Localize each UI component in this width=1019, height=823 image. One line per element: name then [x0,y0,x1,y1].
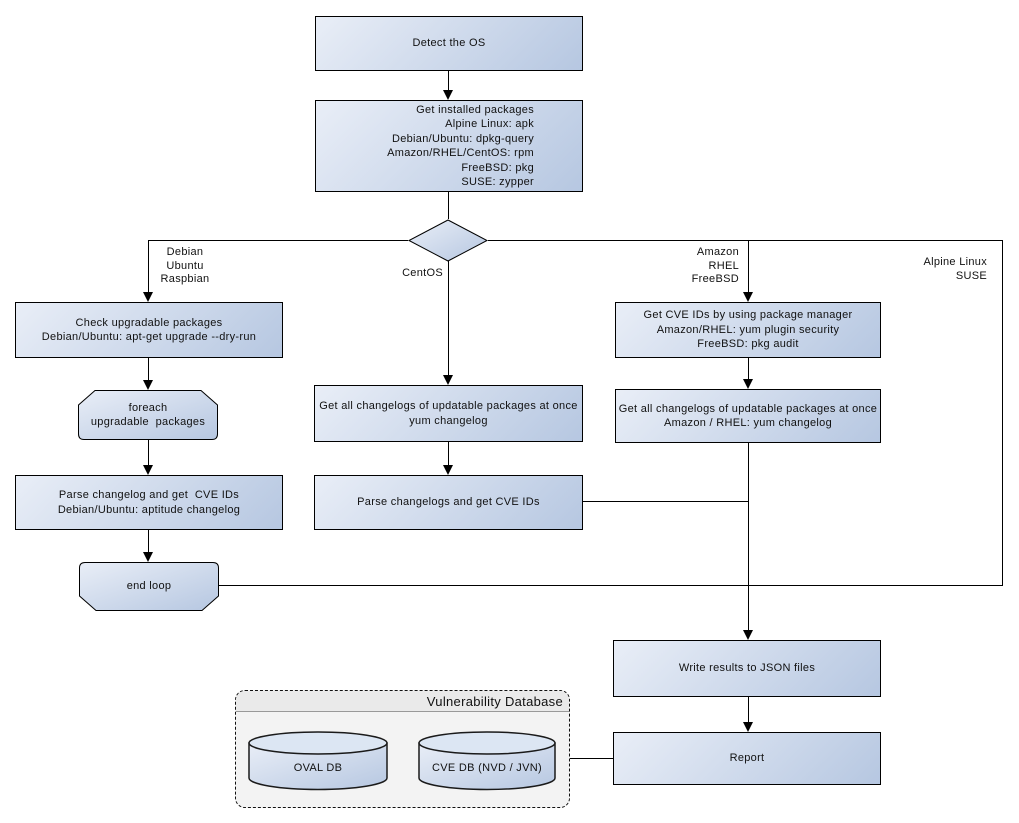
get-cve-ids-pkgmgr-node: Get CVE IDs by using package manager Ama… [615,302,881,358]
edge-endloop-to-junction [219,585,1003,586]
loop-begin-shape [78,390,218,440]
get-changelogs-amazon-node: Get all changelogs of updatable packages… [615,389,881,443]
arrowhead [143,292,153,302]
edge-alpine-branch-down [1002,240,1003,586]
os-decision-diamond [407,219,489,262]
vulnerability-database-title: Vulnerability Database [236,691,569,712]
edge-check-to-foreach [148,358,149,381]
check-upgradable-packages-node: Check upgradable packages Debian/Ubuntu:… [15,302,283,358]
write-json-node: Write results to JSON files [613,640,881,697]
edge-decision-left-branch [148,240,408,241]
edge-write-to-report [748,697,749,723]
edge-decision-right-branch [488,240,1003,241]
loop-end-shape [79,562,219,611]
edge-detect-to-packages [448,71,449,91]
edge-vulndb-to-report [570,758,613,759]
detect-os-node: Detect the OS [315,16,583,71]
branch-label-alpine: Alpine Linux SUSE [923,256,987,282]
edge-parse-to-endloop [148,530,149,553]
get-changelogs-centos-node: Get all changelogs of updatable packages… [314,385,583,442]
foreach-loop-node: foreach upgradable packages [78,390,218,440]
arrowhead [443,375,453,385]
edge-junction-to-write [748,443,749,631]
edge-cveids-to-changelogs [748,358,749,380]
edge-amazon-branch-down [748,240,749,293]
arrowhead [143,465,153,475]
cve-db-cylinder: CVE DB (NVD / JVN) [418,731,556,791]
oval-db-cylinder: OVAL DB [248,731,388,791]
arrowhead [443,465,453,475]
arrowhead [443,90,453,100]
database-cylinder-icon [418,731,556,791]
edge-packages-to-decision [448,192,449,219]
edge-foreach-to-parse [148,440,149,466]
get-installed-packages-node: Get installed packages Alpine Linux: apk… [315,100,583,192]
vulnerability-database-group: Vulnerability Database OVAL DB CVE DB (N… [235,690,570,808]
report-node: Report [613,732,881,785]
parse-changelog-debian-node: Parse changelog and get CVE IDs Debian/U… [15,475,283,530]
arrowhead [743,379,753,389]
branch-label-centos: CentOS [402,267,443,279]
parse-changelogs-centos-node: Parse changelogs and get CVE IDs [314,475,583,530]
arrowhead [743,722,753,732]
edge-centos-branch-down [448,261,449,376]
arrowhead [743,630,753,640]
branch-label-amazon: Amazon RHEL FreeBSD [691,246,739,285]
end-loop-node: end loop [79,562,219,611]
edge-changelogs-to-parse-centos [448,442,449,466]
branch-label-debian: Debian Ubuntu Raspbian [160,246,210,285]
database-cylinder-icon [248,731,388,791]
edge-parse-centos-to-junction [583,501,748,502]
arrowhead [743,292,753,302]
arrowhead [143,380,153,390]
edge-debian-branch-down [148,240,149,293]
arrowhead [143,552,153,562]
diamond-shape [407,219,489,262]
